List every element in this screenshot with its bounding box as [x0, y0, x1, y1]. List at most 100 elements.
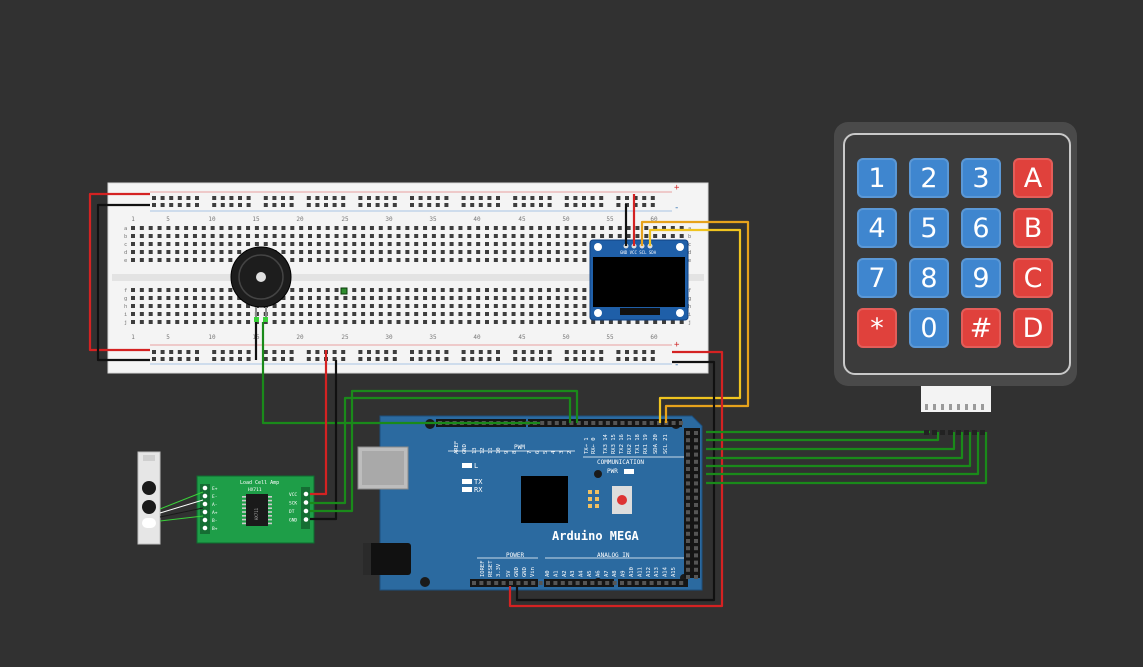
analog-pin-label: A13	[654, 567, 660, 577]
keypad-key[interactable]: B	[1013, 208, 1053, 248]
keypad-key[interactable]: 2	[909, 158, 949, 198]
row-letter: f	[124, 288, 127, 294]
digital-pin-label: TX→ 1	[584, 437, 590, 454]
hx711-left-pin[interactable]	[202, 493, 208, 499]
column-number: 1	[131, 216, 135, 223]
selected-hole-marker[interactable]	[340, 287, 348, 295]
analog-pin-label: A2	[562, 570, 568, 577]
keypad-key[interactable]: 6	[961, 208, 1001, 248]
power-label: POWER	[506, 552, 524, 559]
digital-pin-label: 3	[559, 451, 565, 454]
row-letter: i	[124, 312, 127, 318]
led-rx-label: RX	[474, 486, 483, 494]
communication-label: COMMUNICATION	[597, 459, 644, 466]
digital-pin-label: 5	[543, 451, 549, 454]
hx711-ic	[246, 494, 268, 526]
digital-pin-label: 7	[527, 451, 533, 454]
wire-green-loadcell-4	[159, 515, 204, 522]
analog-pin-label: A14	[663, 566, 669, 577]
board-name: Arduino MEGA	[552, 529, 639, 543]
keypad-key[interactable]: 1	[857, 158, 897, 198]
wires[interactable]	[88, 192, 988, 608]
wire-green-loadcell-3	[159, 507, 204, 518]
keypad-ribbon-connector	[921, 386, 991, 412]
hx711-right-pin-label: VCC	[289, 492, 297, 498]
digital-pin-label: 4	[551, 450, 557, 454]
keypad-key[interactable]: 4	[857, 208, 897, 248]
hx711-left-pin[interactable]	[202, 501, 208, 507]
column-number: 55	[606, 334, 614, 341]
hx711-right-pin[interactable]	[303, 508, 309, 514]
keypad-key[interactable]: D	[1013, 308, 1053, 348]
power-pin-label: GND	[522, 567, 528, 577]
pwm-label: PWM	[514, 444, 525, 451]
digital-pin-label: SCL 21	[663, 434, 669, 454]
column-number: 25	[341, 216, 349, 223]
column-number: 50	[562, 334, 570, 341]
hx711-load-cell-amp[interactable]: E+E-A-A+B-B+ Load Cell Amp HX711 HX711 V…	[196, 475, 315, 544]
keypad-key[interactable]: 5	[909, 208, 949, 248]
oled-display[interactable]: GND VCC SCL SDA	[589, 239, 689, 321]
digital-pin-label: TX1 18	[635, 434, 641, 454]
keypad-header-pins[interactable]	[924, 430, 985, 435]
wire-green-hx711-sck	[310, 396, 572, 505]
digital-pin-label: TX2 16	[619, 434, 625, 454]
wire-yellow-oled-sda	[648, 228, 742, 423]
row-letter: e	[688, 258, 691, 264]
keypad-key[interactable]: *	[857, 308, 897, 348]
hx711-right-pin[interactable]	[303, 491, 309, 497]
row-letter: a	[124, 226, 127, 232]
column-number: 35	[429, 216, 437, 223]
keypad-key[interactable]: 9	[961, 258, 1001, 298]
hx711-title: Load Cell Amp	[240, 480, 279, 486]
wire-green-loadcell-2	[159, 499, 204, 514]
minus-sign-top: -	[674, 203, 679, 213]
digital-header-right[interactable]	[684, 428, 700, 579]
power-pin-label: Vin	[530, 567, 536, 577]
keypad-key[interactable]: 3	[961, 158, 1001, 198]
keypad-key[interactable]: C	[1013, 258, 1053, 298]
column-number: 5	[166, 334, 170, 341]
arduino-mega[interactable]: L TX RX PWR Arduino MEGA PWM COMMUNICATI…	[357, 415, 703, 591]
analog-pin-label: A7	[604, 570, 610, 577]
power-analog-header[interactable]	[470, 579, 688, 587]
hx711-left-pin[interactable]	[202, 509, 208, 515]
power-pin-label: RESET	[488, 560, 494, 577]
keypad-key[interactable]: #	[961, 308, 1001, 348]
power-pin-label: GND	[514, 567, 520, 577]
hx711-left-pin[interactable]	[202, 517, 208, 523]
digital-pin-label: 6	[535, 451, 541, 454]
column-number: 5	[166, 216, 170, 223]
column-number: 40	[473, 216, 481, 223]
keypad-key[interactable]: 0	[909, 308, 949, 348]
row-letter: e	[124, 258, 127, 264]
wire-green-keypad-3	[706, 432, 956, 451]
analog-pin-label: A11	[637, 567, 643, 577]
row-letter: f	[688, 288, 691, 294]
buzzer[interactable]	[230, 246, 292, 322]
power-pin-label: IOREF	[480, 560, 486, 577]
row-letter: b	[688, 234, 691, 240]
column-number: 20	[296, 216, 304, 223]
led-tx-label: TX	[474, 478, 483, 486]
digital-pin-label: 10	[496, 447, 502, 454]
row-letter: b	[124, 234, 127, 240]
oled-pin-labels: GND VCC SCL SDA	[620, 250, 657, 255]
digital-pin-label: 8	[512, 451, 518, 454]
hx711-left-pin-label: A+	[212, 510, 218, 516]
hx711-left-pin[interactable]	[202, 525, 208, 531]
keypad-key[interactable]: A	[1013, 158, 1053, 198]
wire-green-keypad-7	[706, 432, 988, 485]
keypad-key[interactable]: 7	[857, 258, 897, 298]
hx711-right-pin[interactable]	[303, 500, 309, 505]
hx711-left-pin[interactable]	[202, 485, 208, 491]
wire-red-5v	[508, 350, 724, 608]
hx711-right-pin[interactable]	[303, 517, 309, 522]
load-cell[interactable]	[137, 451, 161, 545]
hx711-left-pin-label: B-	[212, 518, 217, 524]
keypad-key[interactable]: 8	[909, 258, 949, 298]
digital-pin-label: TX3 14	[603, 433, 609, 454]
column-number: 25	[341, 334, 349, 341]
